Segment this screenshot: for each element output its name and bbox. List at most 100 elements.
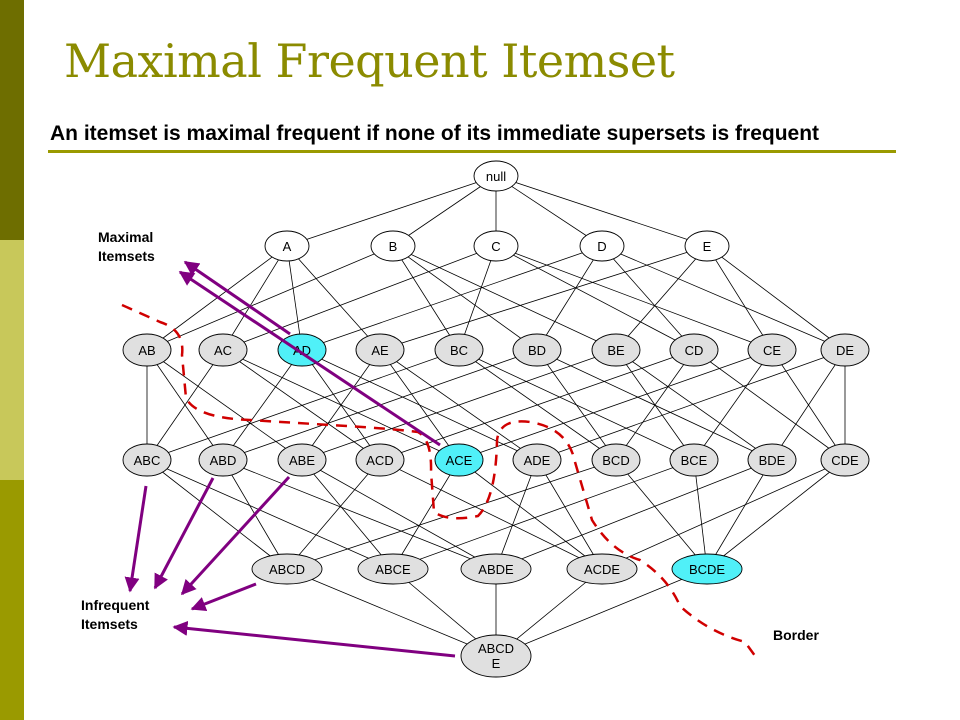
node-label-B: B — [389, 239, 398, 254]
edge-D-DE — [601, 245, 846, 351]
node-B: B — [370, 230, 416, 262]
node-label-A: A — [283, 239, 292, 254]
node-label-BD: BD — [528, 343, 546, 358]
pointer-arrows — [124, 260, 456, 658]
edge-D-AD — [301, 245, 603, 351]
edge-null-E — [495, 175, 708, 247]
edge-null-D — [495, 175, 603, 247]
edge-A-AD — [286, 245, 303, 351]
node-label-CE: CE — [763, 343, 781, 358]
node-AC: AC — [198, 333, 248, 367]
node-label-null: null — [486, 169, 506, 184]
edge-BC-ABC — [146, 349, 460, 461]
edge-E-BE — [615, 245, 708, 351]
edge-null-A — [286, 175, 497, 247]
node-ABCE: ABCE — [357, 553, 429, 585]
node-AD: AD — [277, 333, 327, 367]
arrow-abcd-to-infrequent — [190, 582, 257, 612]
node-label-ACE: ACE — [446, 453, 473, 468]
edge-D-CD — [601, 245, 695, 351]
edge-BCDE-ABCDE — [495, 568, 708, 657]
edge-D-BD — [536, 245, 603, 351]
edge-BCD-BCDE — [615, 459, 708, 570]
edge-ACD-ACDE — [379, 459, 603, 570]
edge-BDE-ABDE — [495, 459, 773, 570]
node-BCDE: BCDE — [671, 553, 743, 585]
node-label-BCDE: BCDE — [689, 562, 725, 577]
edge-DE-BDE — [771, 349, 846, 461]
node-label-E: E — [703, 239, 712, 254]
edge-A-AC — [222, 245, 288, 351]
arrow-ad-to-maximal — [183, 260, 291, 336]
edge-CE-ACE — [458, 349, 773, 461]
edge-ABC-ABCE — [146, 459, 394, 570]
edge-AC-ACD — [222, 349, 381, 461]
node-CD: CD — [669, 333, 719, 367]
edge-BDE-BCDE — [706, 459, 773, 570]
edge-C-BC — [458, 245, 497, 351]
node-ABC: ABC — [122, 443, 172, 477]
node-BD: BD — [512, 333, 562, 367]
infrequent-itemsets-label: Infrequent Itemsets — [81, 596, 149, 634]
edge-BD-BCD — [536, 349, 617, 461]
node-BDE: BDE — [747, 443, 797, 477]
node-label-ABCDE-2: E — [492, 656, 501, 671]
sidebar-top-segment — [0, 0, 24, 240]
edge-C-CE — [495, 245, 773, 351]
node-label-ACDE: ACDE — [584, 562, 620, 577]
node-CE: CE — [747, 333, 797, 367]
node-ADE: ADE — [512, 443, 562, 477]
node-label-ABD: ABD — [210, 453, 237, 468]
node-label-DE: DE — [836, 343, 854, 358]
node-label-ABDE: ABDE — [478, 562, 514, 577]
edge-BCE-ABCE — [392, 459, 695, 570]
edge-CD-CDE — [693, 349, 846, 461]
edge-B-BC — [392, 245, 460, 351]
edge-ABE-ABDE — [301, 459, 497, 570]
maximal-itemsets-label: Maximal Itemsets — [98, 228, 155, 266]
lattice-edges — [146, 175, 846, 657]
edge-AC-ABC — [146, 349, 224, 461]
arrow-abcde-to-infrequent — [172, 620, 456, 658]
node-null: null — [473, 160, 519, 192]
edge-A-AE — [286, 245, 381, 351]
border-label: Border — [773, 627, 819, 643]
edge-ABCD-ABCDE — [286, 568, 497, 657]
node-label-BC: BC — [450, 343, 468, 358]
border-line — [121, 303, 760, 661]
node-label-ACD: ACD — [366, 453, 393, 468]
node-ACE: ACE — [434, 443, 484, 477]
edge-AD-ABD — [222, 349, 303, 461]
edge-E-CE — [706, 245, 773, 351]
edge-E-DE — [706, 245, 846, 351]
edge-BCD-ABCD — [286, 459, 617, 570]
node-BC: BC — [434, 333, 484, 367]
node-D: D — [579, 230, 625, 262]
edge-E-AE — [379, 245, 708, 351]
arrow-ace-to-maximal — [178, 270, 441, 447]
edge-BE-ABE — [301, 349, 617, 461]
node-label-AE: AE — [371, 343, 389, 358]
node-label-ABCDE-1: ABCD — [478, 641, 514, 656]
maximal-label-line1: Maximal — [98, 229, 154, 245]
node-BE: BE — [591, 333, 641, 367]
node-label-ABCE: ABCE — [375, 562, 411, 577]
slide-title: Maximal Frequent Itemset — [64, 34, 675, 88]
sidebar-bottom-segment — [0, 480, 24, 720]
edge-B-BE — [392, 245, 617, 351]
node-AB: AB — [122, 333, 172, 367]
edge-BCE-BCDE — [693, 459, 708, 570]
node-label-ADE: ADE — [524, 453, 551, 468]
edge-AE-ABE — [301, 349, 381, 461]
infrequent-label-line1: Infrequent — [81, 597, 150, 613]
edge-null-B — [392, 175, 497, 247]
node-label-C: C — [491, 239, 500, 254]
node-label-ABCD: ABCD — [269, 562, 305, 577]
edge-BD-BDE — [536, 349, 773, 461]
edge-CDE-BCDE — [706, 459, 846, 570]
node-ABCD: ABCD — [251, 553, 323, 585]
edge-ABC-ABCD — [146, 459, 288, 570]
